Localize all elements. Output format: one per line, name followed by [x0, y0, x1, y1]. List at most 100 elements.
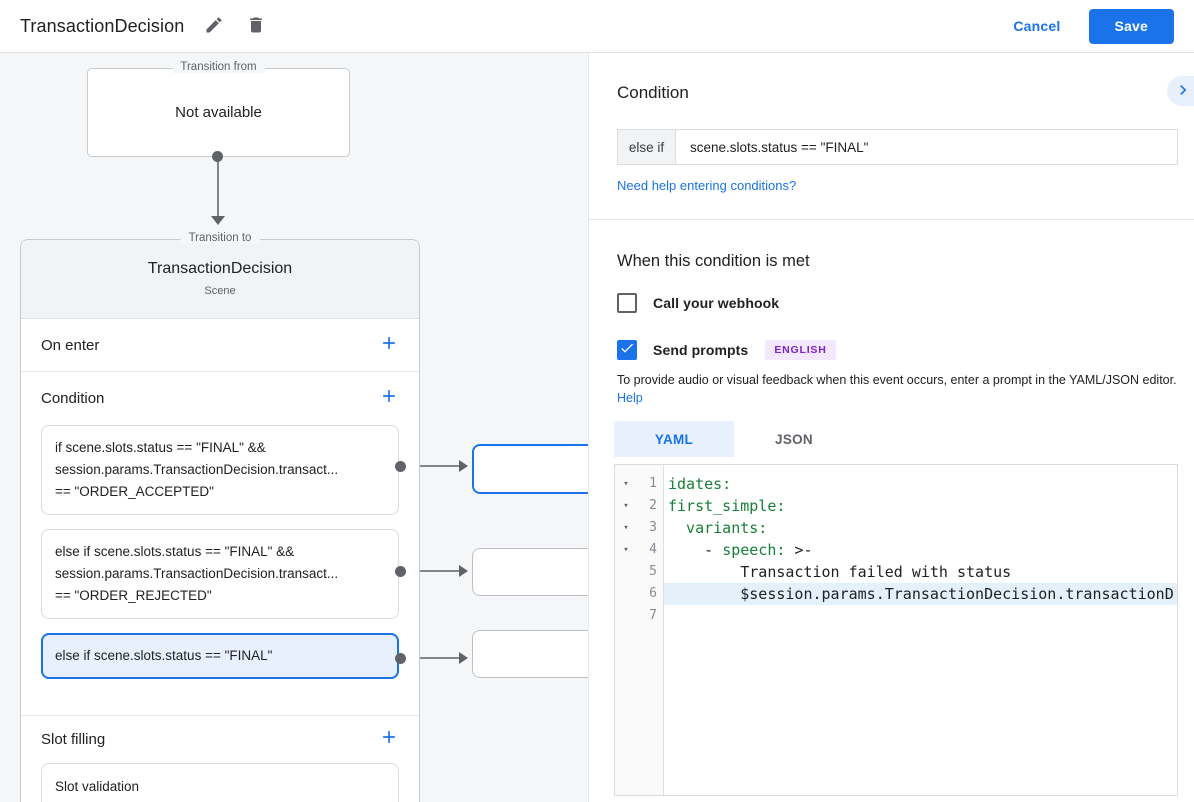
transition-from-value: Not available: [175, 104, 262, 121]
transition-to-legend: Transition to: [180, 232, 260, 244]
editor-line[interactable]: ▾3 variants:: [615, 517, 1177, 539]
fold-gutter: [615, 561, 637, 583]
transition-from-box[interactable]: Transition from Not available: [87, 61, 350, 157]
condition-item[interactable]: else if scene.slots.status == "FINAL": [41, 633, 399, 679]
delete-button[interactable]: [244, 13, 268, 40]
edit-button[interactable]: [202, 13, 226, 40]
add-slot-button[interactable]: [379, 727, 399, 752]
add-condition-button[interactable]: [379, 386, 399, 411]
condition-item[interactable]: else if scene.slots.status == "FINAL" &&…: [41, 529, 399, 619]
code-text: $session.params.TransactionDecision.tran…: [664, 583, 1177, 606]
call-webhook-checkbox[interactable]: [617, 293, 637, 313]
transition-target-box[interactable]: [472, 630, 602, 678]
plus-icon: [379, 333, 399, 358]
condition-item-text: if scene.slots.status == "FINAL" &&: [55, 440, 266, 455]
editor-line[interactable]: 5 Transaction failed with status: [615, 561, 1177, 583]
condition-item-text: == "ORDER_REJECTED": [55, 588, 212, 603]
connector-line: [400, 657, 460, 659]
tab-json[interactable]: JSON: [775, 431, 813, 447]
line-number: 2: [649, 498, 657, 514]
condition-item-text: session.params.TransactionDecision.trans…: [55, 462, 339, 477]
condition-item-text: session.params.TransactionDecision.trans…: [55, 566, 339, 581]
line-number: 1: [649, 476, 657, 492]
plus-icon: [379, 386, 399, 411]
connector-line: [400, 465, 460, 467]
arrow-down-icon: [211, 216, 225, 225]
line-number: 5: [649, 564, 657, 580]
connector-line: [400, 570, 460, 572]
line-number: 7: [649, 608, 657, 624]
connector-dot: [395, 566, 406, 577]
when-condition-heading: When this condition is met: [617, 252, 810, 270]
scene-name: TransactionDecision: [147, 260, 293, 277]
connector-dot: [395, 461, 406, 472]
fold-arrow-icon[interactable]: ▾: [623, 501, 629, 512]
condition-header-row[interactable]: Condition: [21, 372, 419, 425]
on-enter-row[interactable]: On enter: [21, 319, 419, 372]
fold-arrow-icon[interactable]: ▾: [623, 479, 629, 490]
editor-tabs: YAML JSON: [614, 421, 1178, 458]
condition-item-list: if scene.slots.status == "FINAL" && sessi…: [21, 425, 419, 679]
condition-section: Condition if scene.slots.status == "FINA…: [21, 372, 419, 716]
condition-expression-input[interactable]: [675, 129, 1178, 165]
condition-detail-panel: Condition else if Need help entering con…: [588, 53, 1194, 802]
collapse-panel-button[interactable]: [1167, 76, 1194, 106]
scene-canvas: Transition from Not available Transition…: [0, 53, 1194, 802]
cancel-button[interactable]: Cancel: [1013, 18, 1061, 34]
on-enter-label: On enter: [41, 336, 100, 354]
transition-target-box[interactable]: [472, 444, 602, 494]
send-prompts-checkbox[interactable]: [617, 340, 637, 360]
condition-item-text: else if scene.slots.status == "FINAL": [55, 648, 273, 663]
slot-filling-header-row[interactable]: Slot filling: [21, 716, 419, 763]
panel-divider: [589, 219, 1194, 220]
transition-target-box[interactable]: [472, 548, 602, 596]
condition-item-text: else if scene.slots.status == "FINAL" &&: [55, 544, 295, 559]
slot-filling-label: Slot filling: [41, 731, 106, 748]
fold-gutter: [615, 583, 637, 605]
tab-yaml[interactable]: YAML: [614, 421, 734, 458]
arrow-right-icon: [459, 565, 468, 577]
panel-condition-heading: Condition: [617, 83, 689, 102]
chevron-right-icon: [1173, 80, 1193, 103]
editor-line[interactable]: ▾ 1 idates:: [615, 473, 1177, 495]
editor-line[interactable]: ▾ 4 - speech: >-: [615, 539, 1177, 561]
trash-icon: [246, 15, 266, 38]
condition-item[interactable]: if scene.slots.status == "FINAL" && sessi…: [41, 425, 399, 515]
webhook-row: Call your webhook: [617, 293, 1178, 313]
code-text: - speech: >-: [668, 541, 813, 560]
help-link[interactable]: Help: [617, 391, 643, 406]
editor-line[interactable]: 7: [615, 605, 1177, 627]
transition-from-legend: Transition from: [172, 61, 265, 73]
line-number: 3: [649, 520, 657, 536]
check-icon: [619, 340, 635, 361]
editor-line[interactable]: 6 $session.params.TransactionDecision.tr…: [615, 583, 1177, 606]
fold-arrow-icon[interactable]: ▾: [623, 545, 629, 556]
language-badge: ENGLISH: [765, 340, 836, 360]
prompt-hint-body: To provide audio or visual feedback when…: [617, 373, 1177, 387]
top-bar: TransactionDecision Cancel Save: [0, 0, 1194, 53]
save-button[interactable]: Save: [1088, 8, 1174, 44]
page-title: TransactionDecision: [20, 15, 185, 36]
fold-gutter: [615, 605, 637, 627]
scene-card-header[interactable]: TransactionDecision Scene: [21, 240, 419, 319]
code-text: Transaction failed with status: [668, 563, 1012, 582]
plus-icon: [379, 727, 399, 752]
connector-dot: [212, 151, 223, 162]
add-on-enter-button[interactable]: [379, 333, 399, 358]
connector-dot: [395, 653, 406, 664]
condition-help-link[interactable]: Need help entering conditions?: [617, 178, 797, 193]
scene-card: Transition to TransactionDecision Scene …: [20, 232, 420, 802]
code-text: idates:: [668, 475, 732, 494]
fold-arrow-icon[interactable]: ▾: [623, 523, 629, 534]
condition-section-label: Condition: [41, 390, 105, 407]
line-number: 4: [649, 542, 657, 558]
code-text: [664, 605, 1177, 627]
slot-filling-section: Slot filling Slot validation: [21, 716, 419, 802]
arrow-right-icon: [459, 652, 468, 664]
pencil-icon: [204, 15, 224, 38]
slot-validation-item[interactable]: Slot validation: [41, 763, 399, 802]
send-prompts-row: Send prompts ENGLISH: [617, 340, 1178, 360]
